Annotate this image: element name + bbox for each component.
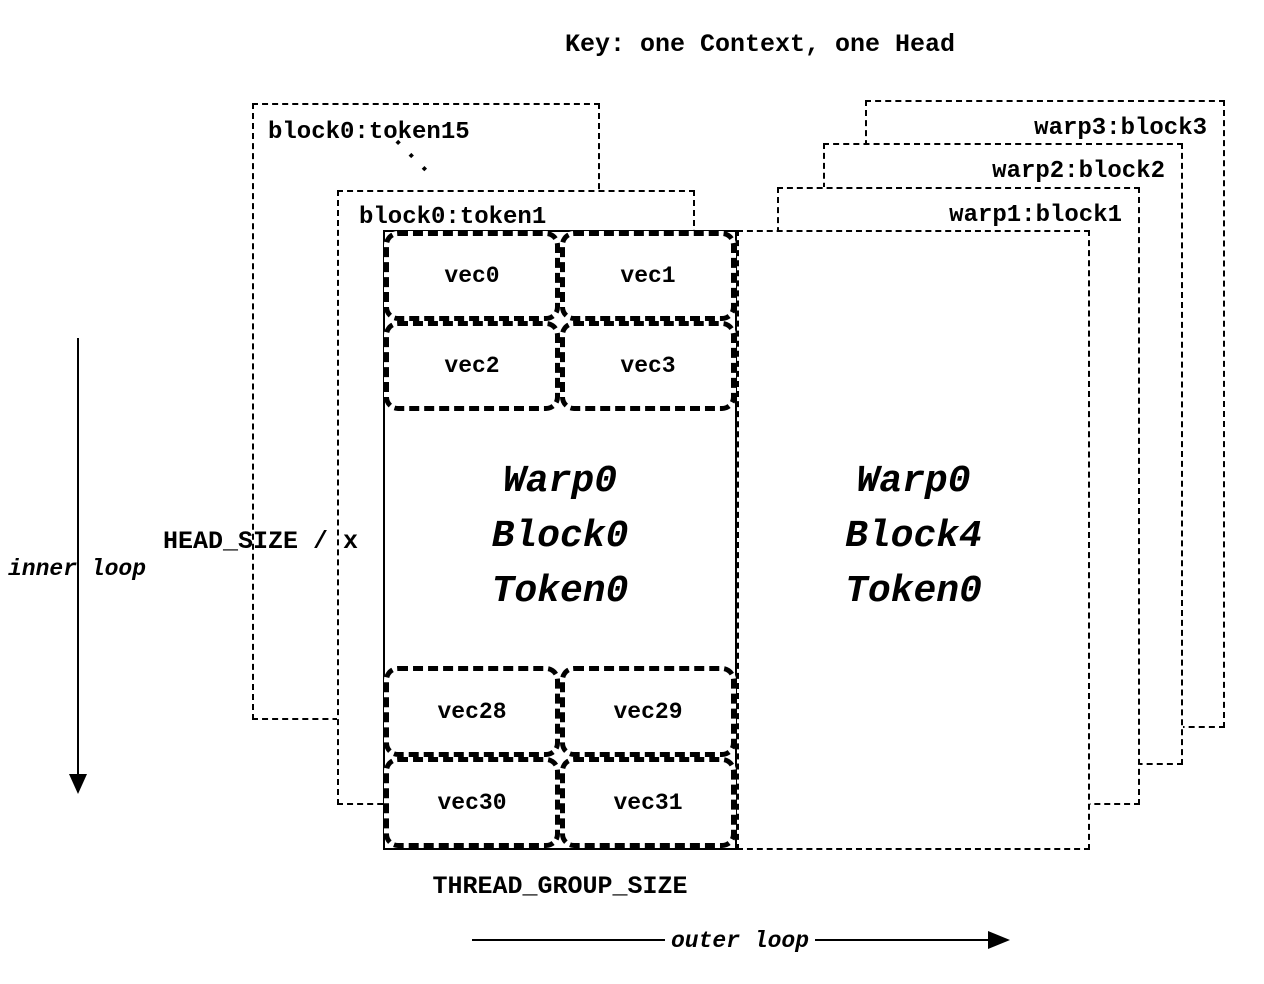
main-block-line3: Token0 [491,570,629,613]
block0-token1-label: block0:token1 [359,204,547,231]
warp0-block4-token0-text: Warp0 Block4 Token0 [739,454,1088,619]
main-block-line2: Block0 [491,515,629,558]
vec0-cell: vec0 [384,231,560,321]
vec2-cell: vec2 [384,321,560,411]
right-block-line2: Block4 [845,515,982,558]
vec29-cell: vec29 [560,666,736,757]
right-block-line3: Token0 [845,570,982,613]
thread-group-size-label: THREAD_GROUP_SIZE [432,872,688,901]
block0-token15-label: block0:token15 [268,119,470,146]
vec3-cell: vec3 [560,321,736,411]
warp0-block4-token0-box: Warp0 Block4 Token0 [737,230,1090,850]
main-block-line1: Warp0 [502,460,618,503]
inner-loop-label: inner loop [8,556,147,582]
vec30-cell: vec30 [384,757,560,848]
right-block-line1: Warp0 [856,460,971,503]
warp3-block3-label: warp3:block3 [1034,115,1207,142]
vec-grid-top: vec0 vec1 vec2 vec3 [384,231,736,411]
outer-loop-label: outer loop [665,928,816,954]
head-size-label: HEAD_SIZE / x [163,527,359,556]
warp0-block0-token0-text: Warp0 Block0 Token0 [385,454,735,619]
vec28-cell: vec28 [384,666,560,757]
inner-loop-arrow [69,338,87,794]
vec1-cell: vec1 [560,231,736,321]
warp0-block0-token0-box: vec0 vec1 vec2 vec3 Warp0 Block0 Token0 … [383,230,737,850]
warp2-block2-label: warp2:block2 [992,158,1165,185]
warp1-block1-label: warp1:block1 [949,202,1122,229]
vec31-cell: vec31 [560,757,736,848]
diagram-title: Key: one Context, one Head [564,30,956,59]
vec-grid-bottom: vec28 vec29 vec30 vec31 [384,666,736,848]
